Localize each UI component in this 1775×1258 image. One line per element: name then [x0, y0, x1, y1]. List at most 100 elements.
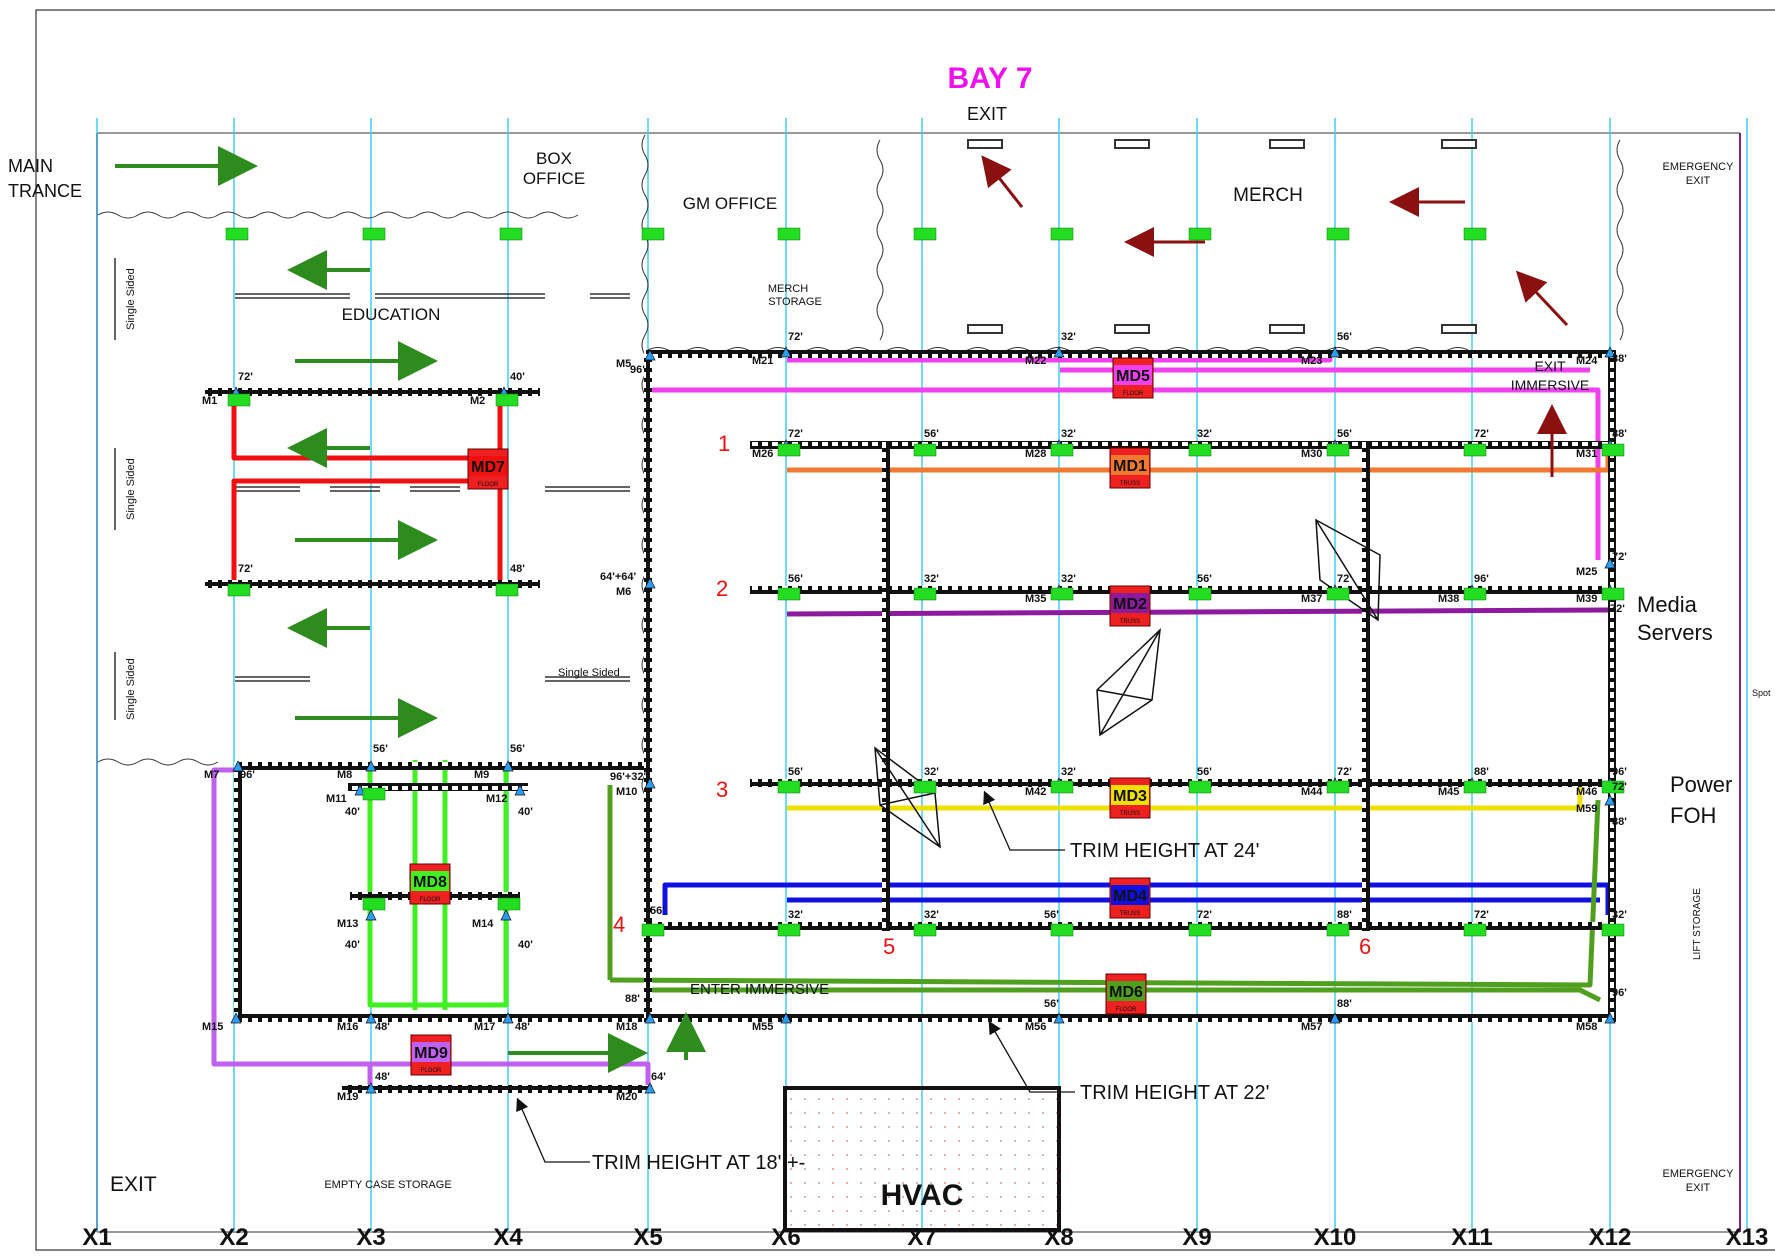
rigging-point-tag — [362, 787, 386, 801]
truss-row-4 — [648, 922, 1616, 930]
motor-label: M26 — [752, 448, 773, 460]
truss-edu-lower — [205, 580, 540, 588]
motor-label: M14 — [472, 918, 494, 930]
grid-label-1: X1 — [82, 1224, 111, 1251]
trim-height-label: 96' — [240, 769, 255, 781]
rigging-point-tag — [1326, 780, 1350, 794]
trim-height-label: 88' — [1337, 909, 1352, 921]
motor-m24: M24 — [1576, 346, 1616, 367]
motor-label: M44 — [1301, 786, 1323, 798]
motor-m21: M21 — [752, 346, 792, 367]
rigging-point-tag — [913, 443, 937, 457]
motor-label: M24 — [1576, 355, 1598, 367]
truss-lobby-bottom — [238, 1014, 648, 1022]
motor-m18: M18 — [616, 1012, 656, 1033]
truss-row-1 — [750, 441, 1616, 449]
rigging-point-tag — [1050, 587, 1074, 601]
trim-note-18: TRIM HEIGHT AT 18' +- — [592, 1152, 805, 1174]
hvac-block — [783, 1086, 1061, 1232]
trim-height-label: 48' — [375, 1021, 390, 1033]
distro-md6-label: MD6 — [1109, 984, 1143, 1001]
motor-m10: M10 — [616, 777, 656, 798]
trim-height-label: 72' — [1197, 909, 1212, 921]
grid-label-3: X3 — [356, 1224, 385, 1251]
trim-note-22: TRIM HEIGHT AT 22' — [1080, 1082, 1269, 1104]
distro-md4-type: TRUSS — [1120, 911, 1140, 917]
truss-x5-vertical — [644, 352, 652, 1022]
truss-number-6: 6 — [1359, 934, 1371, 959]
motor-label: M8 — [337, 769, 352, 781]
trim-height-label: 72' — [788, 428, 803, 440]
trim-height-label: 32' — [1061, 573, 1076, 585]
trim-height-label: 40' — [518, 939, 533, 951]
rigging-point-tag — [499, 227, 523, 241]
trim-height-label: 40' — [345, 806, 360, 818]
motor-label: M57 — [1301, 1021, 1322, 1033]
media-servers-line2: Servers — [1637, 620, 1713, 645]
exit-top-label: EXIT — [967, 104, 1007, 124]
motor-label: M9 — [474, 769, 489, 781]
truss-lobby-top — [238, 762, 648, 770]
rigging-point-tag — [1050, 443, 1074, 457]
trim-height-label: 40' — [345, 939, 360, 951]
distro-md4-label: MD4 — [1113, 888, 1147, 905]
truss-immersive-top — [646, 350, 1616, 358]
box-office-line2: OFFICE — [523, 169, 585, 188]
trim-height-label: 32' — [1612, 909, 1627, 921]
motor-label: M16 — [337, 1021, 358, 1033]
rigging-point-tag — [495, 393, 519, 407]
trim-height-label: 56' — [788, 573, 803, 585]
motor-label: M2 — [470, 395, 485, 407]
truss-number-3: 3 — [716, 777, 728, 802]
trim-height-label: 32' — [924, 909, 939, 921]
exit-immersive-line2: IMMERSIVE — [1511, 377, 1590, 393]
grid-label-13: X13 — [1726, 1224, 1769, 1251]
motor-label: M25 — [1576, 566, 1597, 578]
rigging-point-tag — [1050, 780, 1074, 794]
emergency-exit-top-line1: EMERGENCY — [1663, 161, 1735, 173]
truss-number-5: 5 — [883, 934, 895, 959]
distro-md7-label: MD7 — [471, 459, 505, 476]
distro-md3-type: TRUSS — [1120, 811, 1140, 817]
trim-height-label: 56' — [1044, 909, 1059, 921]
motor-label: M13 — [337, 918, 358, 930]
trim-height-label: 32' — [1197, 428, 1212, 440]
trim-height-label: 72' — [238, 371, 253, 383]
rigging-point-tag — [1601, 923, 1625, 937]
md2-run — [786, 607, 1609, 617]
trim-height-label: 32' — [1061, 766, 1076, 778]
drape-left-mid — [97, 758, 219, 766]
rigging-point-tag — [1188, 780, 1212, 794]
trim-height-label: 88' — [1612, 353, 1627, 365]
motor-m59: M59 — [1576, 794, 1616, 815]
trim-height-label: 64'+64' — [600, 571, 637, 583]
enter-immersive-label: ENTER IMMERSIVE — [690, 981, 829, 998]
trim-height-label: 48' — [515, 1021, 530, 1033]
education-displays — [114, 258, 630, 720]
rigging-point-tag — [1188, 587, 1212, 601]
truss-number-2: 2 — [716, 576, 728, 601]
distro-md6-type: FLOOR — [1116, 1007, 1137, 1013]
trim-height-label: 64' — [651, 1071, 666, 1083]
merch-storage-line2: STORAGE — [768, 296, 822, 308]
md3-run — [787, 785, 1583, 811]
trim-height-label: 56' — [510, 743, 525, 755]
rigging-point-tag — [1050, 227, 1074, 241]
trim-height-label: 56' — [1197, 573, 1212, 585]
motor-m55: M55 — [752, 1012, 792, 1033]
trim-height-label: 96' — [630, 364, 645, 376]
rigging-point-tag — [495, 583, 519, 597]
merch-kiosks — [967, 139, 1477, 334]
emergency-exit-bottom-line1: EMERGENCY — [1663, 1168, 1735, 1180]
media-servers-line1: Media — [1637, 592, 1698, 617]
truss-row-3 — [750, 779, 1616, 787]
trim-height-label: 96'+32' — [610, 771, 647, 783]
motor-label: M12 — [486, 793, 507, 805]
